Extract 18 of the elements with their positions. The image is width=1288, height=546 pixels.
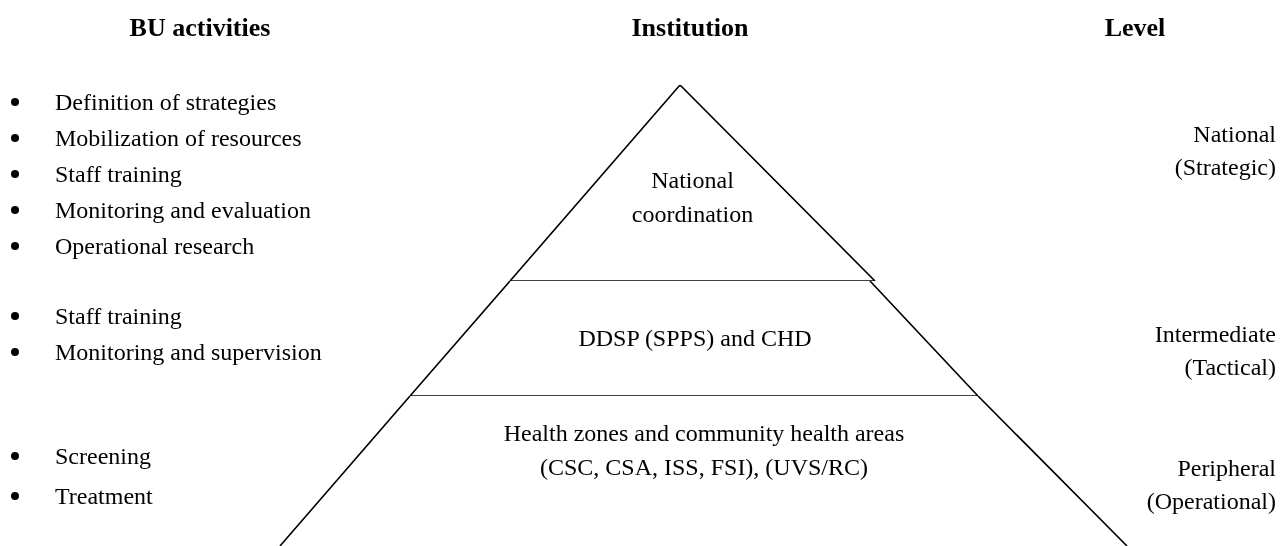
activity-item: Definition of strategies <box>55 88 277 117</box>
activity-item: Staff training <box>55 302 182 331</box>
level-label: Intermediate (Tactical) <box>1153 320 1276 382</box>
tier-label: DDSP (SPPS) and CHD <box>577 324 813 353</box>
activity-item: Monitoring and evaluation <box>55 196 311 225</box>
activity-item: Monitoring and supervision <box>55 338 322 367</box>
activity-item: Staff training <box>55 160 182 189</box>
level-label: National (Strategic) <box>1173 120 1276 182</box>
tier-label: Health zones and community health areas (CSC, CSA, ISS, FSI), (UVS/RC) <box>502 419 906 482</box>
activity-item: Screening <box>55 442 151 471</box>
activity-item: Mobilization of resources <box>55 124 302 153</box>
column-heading: Institution <box>631 12 749 44</box>
column-heading: Level <box>1104 12 1166 44</box>
tier-label: National coordination <box>630 166 755 229</box>
level-label: Peripheral (Operational) <box>1145 454 1276 516</box>
activity-item: Operational research <box>55 232 255 261</box>
column-heading: BU activities <box>129 12 271 44</box>
activity-item: Treatment <box>55 482 153 511</box>
